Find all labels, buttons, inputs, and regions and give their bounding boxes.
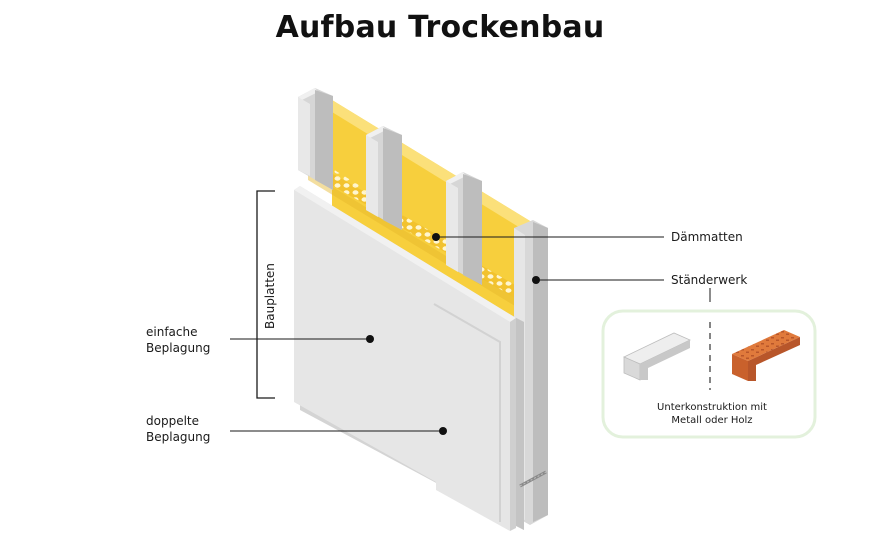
substructure-label-1: Unterkonstruktion mit <box>657 402 767 413</box>
wood-profile-icon <box>732 330 800 381</box>
page-title: Aufbau Trockenbau <box>275 10 605 45</box>
boards-bracket <box>256 190 275 399</box>
double-lining-leader <box>230 427 447 435</box>
double-lining-label-2: Beplagung <box>146 430 210 444</box>
single-lining-leader <box>230 335 374 343</box>
insulation-label: Dämmatten <box>671 230 743 244</box>
metal-profile-icon <box>623 332 691 381</box>
single-lining-label-1: einfache <box>146 325 198 339</box>
single-lining-label-2: Beplagung <box>146 341 210 355</box>
substructure-label-2: Metall oder Holz <box>671 415 752 426</box>
studs-label: Ständerwerk <box>671 273 747 287</box>
stud-1 <box>298 88 333 190</box>
boards-label: Bauplatten <box>263 263 277 329</box>
stud-2 <box>366 126 402 230</box>
stud-3 <box>446 172 482 285</box>
double-lining-label-1: doppelte <box>146 414 199 428</box>
insulation-leader <box>432 233 664 241</box>
outer-board <box>294 186 547 531</box>
studs-leader <box>532 276 711 302</box>
